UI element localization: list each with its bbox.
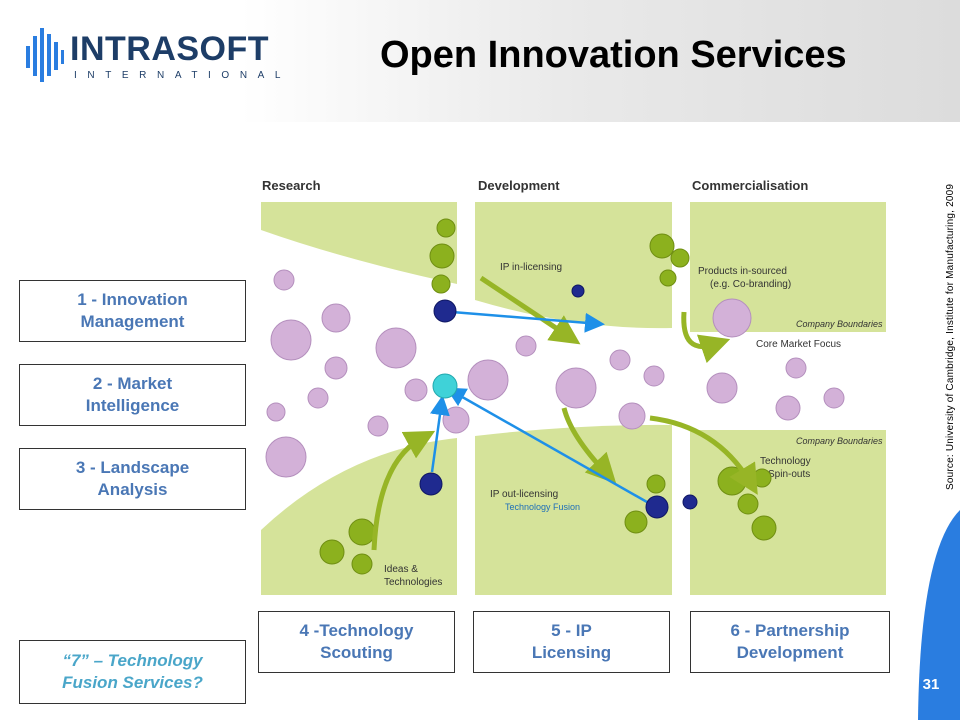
service-label-line2: Intelligence bbox=[85, 396, 180, 415]
service-label-line1: 3 - Landscape bbox=[75, 458, 190, 477]
label-co-branding: (e.g. Co-branding) bbox=[710, 279, 791, 290]
page-title: Open Innovation Services bbox=[380, 34, 847, 76]
service-label-line2: Fusion Services? bbox=[62, 673, 203, 692]
service-label-line2: Management bbox=[80, 312, 185, 331]
col-heading-research: Research bbox=[262, 178, 321, 193]
label-technology: Technology bbox=[760, 456, 811, 467]
label-ip-out-licensing: IP out-licensing bbox=[490, 489, 558, 500]
corner-decoration bbox=[918, 510, 960, 720]
fusion-arrows bbox=[430, 310, 655, 508]
purple-dots bbox=[265, 269, 845, 478]
label-company-boundaries-top: Company Boundaries bbox=[796, 319, 883, 329]
logo-wordmark: INTRASOFT bbox=[70, 30, 270, 68]
label-company-boundaries-bottom: Company Boundaries bbox=[796, 436, 883, 446]
service-label-line1: 5 - IP bbox=[551, 621, 592, 640]
source-note: Source: University of Cambridge, Institu… bbox=[945, 183, 956, 490]
service-label-line1: 1 - Innovation bbox=[77, 290, 188, 309]
label-technology-fusion: Technology Fusion bbox=[505, 502, 580, 512]
label-spin-outs: Spin-outs bbox=[768, 469, 810, 480]
col-heading-development: Development bbox=[478, 178, 560, 193]
service-label-line1: 4 -Technology bbox=[299, 621, 414, 640]
intrasoft-logo: INTRASOFT INTERNATIONAL bbox=[22, 28, 280, 86]
service-label-line2: Scouting bbox=[320, 643, 393, 662]
page-number: 31 bbox=[922, 676, 940, 693]
label-products-in-sourced: Products in-sourced bbox=[698, 266, 787, 277]
service-label-line1: “7” – Technology bbox=[62, 651, 203, 670]
service-label-line1: 2 - Market bbox=[92, 374, 173, 393]
open-innovation-funnel: Research Development Commercialisation I… bbox=[261, 178, 886, 595]
label-technologies: Technologies bbox=[384, 577, 442, 588]
flow-arrows bbox=[371, 275, 758, 551]
fusion-nodes bbox=[419, 284, 698, 519]
label-ideas: Ideas & bbox=[384, 564, 418, 575]
header-band bbox=[0, 0, 960, 122]
col-heading-commercialisation: Commercialisation bbox=[692, 178, 808, 193]
service-label-line1: 6 - Partnership bbox=[730, 621, 850, 640]
service-label-line2: Development bbox=[736, 643, 844, 662]
service-label-line2: Licensing bbox=[531, 643, 612, 662]
service-label-line2: Analysis bbox=[97, 480, 168, 499]
label-ip-in-licensing: IP in-licensing bbox=[500, 262, 562, 273]
label-core-market-focus: Core Market Focus bbox=[756, 339, 841, 350]
logo-bars-icon bbox=[26, 28, 64, 82]
logo-subtitle: INTERNATIONAL bbox=[74, 70, 292, 81]
service-ip-licensing[interactable]: 5 - IP Licensing bbox=[473, 611, 670, 673]
